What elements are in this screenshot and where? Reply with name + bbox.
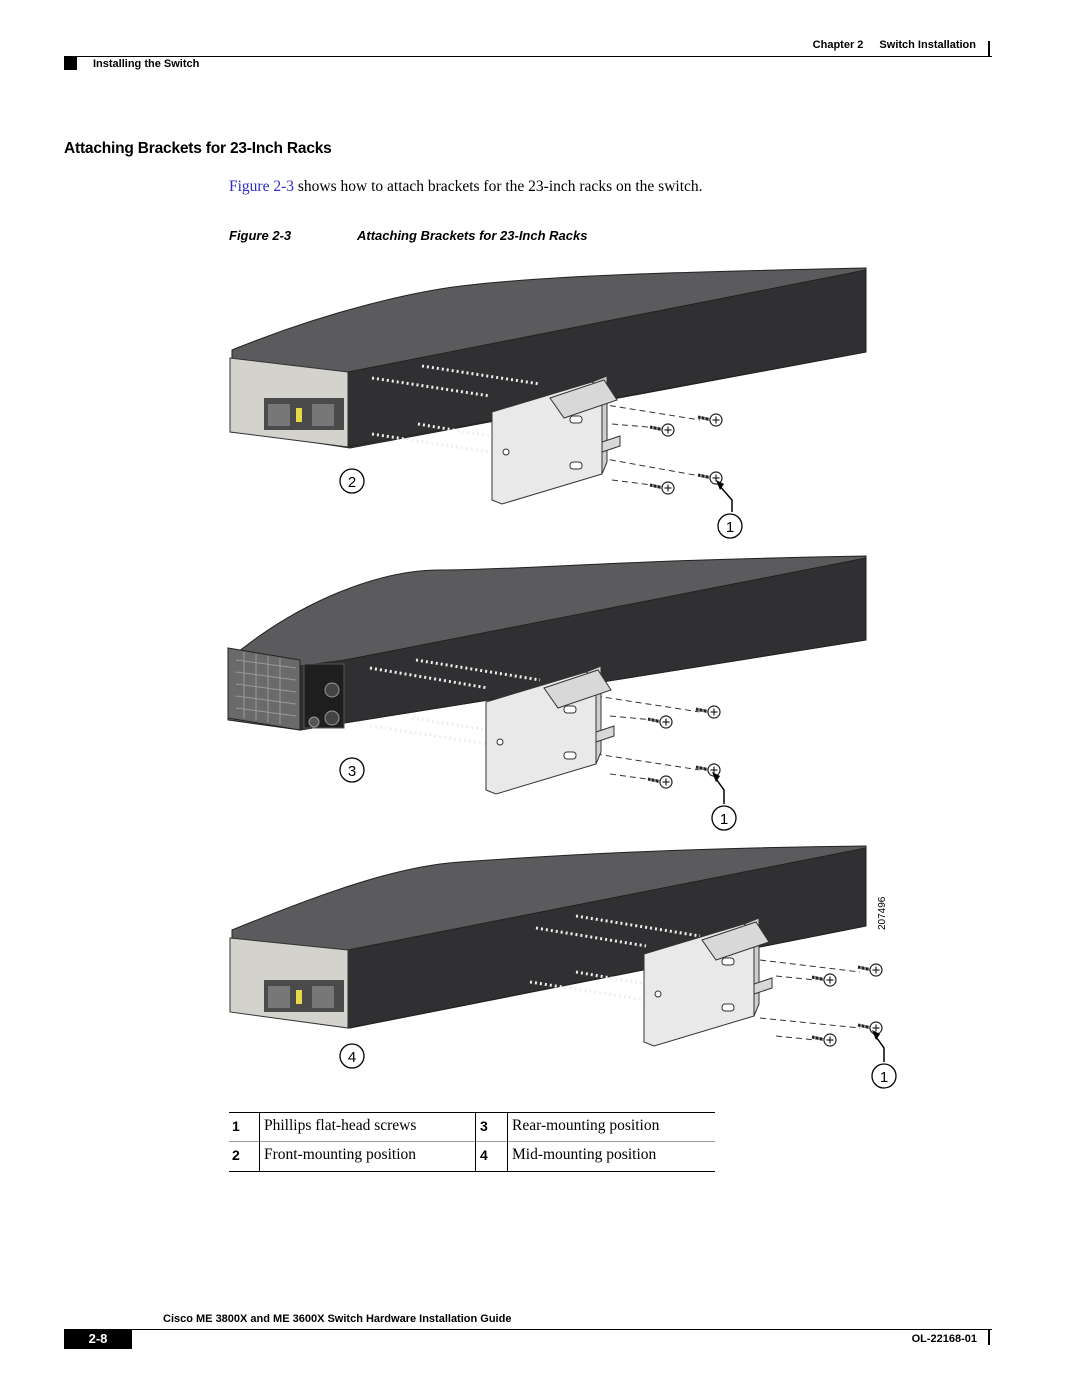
callout-4: 4 — [348, 1049, 356, 1066]
figure-caption: Figure 2-3 Attaching Brackets for 23-Inch… — [229, 228, 587, 243]
legend-text: Front-mounting position — [264, 1146, 416, 1163]
callout-1b: 1 — [720, 811, 728, 828]
header-square — [64, 57, 77, 70]
callout-1c: 1 — [880, 1069, 888, 1086]
legend-vline — [507, 1112, 508, 1171]
chapter-label: Chapter 2 — [812, 39, 864, 51]
chapter-title: Switch Installation — [879, 39, 976, 51]
art-id: 207496 — [877, 896, 888, 930]
body-paragraph: Figure 2-3 shows how to attach brackets … — [229, 178, 703, 196]
legend-top-rule — [229, 1112, 715, 1113]
legend-num: 1 — [232, 1118, 240, 1134]
legend-num: 4 — [480, 1147, 488, 1163]
header-bar — [988, 41, 990, 56]
mid-mounting-illustration: 4 1 — [229, 845, 897, 1089]
rear-mounting-illustration: 3 1 — [227, 555, 867, 831]
legend-vline — [475, 1112, 476, 1171]
callout-3: 3 — [348, 763, 356, 780]
figure-title: Attaching Brackets for 23-Inch Racks — [357, 228, 588, 243]
body-text: shows how to attach brackets for the 23-… — [294, 178, 703, 195]
figure-number: Figure 2-3 — [229, 228, 292, 243]
legend-num: 3 — [480, 1118, 488, 1134]
bracket-installation-figure: 2 1 3 1 — [227, 267, 897, 1089]
footer-title: Cisco ME 3800X and ME 3600X Switch Hardw… — [163, 1313, 512, 1325]
running-header-section: Installing the Switch — [93, 58, 200, 70]
footer-rule — [132, 1329, 992, 1330]
footer-bar — [988, 1330, 990, 1345]
legend-bottom-rule — [229, 1171, 715, 1172]
page-number: 2-8 — [64, 1329, 132, 1349]
running-header-chapter: Chapter 2 Switch Installation — [813, 39, 976, 51]
legend-text: Phillips flat-head screws — [264, 1117, 417, 1134]
callout-1a: 1 — [726, 519, 734, 536]
front-mounting-illustration: 2 1 — [229, 267, 867, 539]
doc-number: OL-22168-01 — [911, 1333, 977, 1345]
legend-vline — [259, 1112, 260, 1171]
legend-text: Mid-mounting position — [512, 1146, 657, 1163]
header-rule — [64, 56, 992, 57]
legend-text: Rear-mounting position — [512, 1117, 660, 1134]
section-title: Attaching Brackets for 23-Inch Racks — [64, 140, 332, 157]
legend-num: 2 — [232, 1147, 240, 1163]
legend-mid-rule — [229, 1141, 715, 1142]
callout-2: 2 — [348, 474, 356, 491]
figure-link[interactable]: Figure 2-3 — [229, 178, 295, 195]
